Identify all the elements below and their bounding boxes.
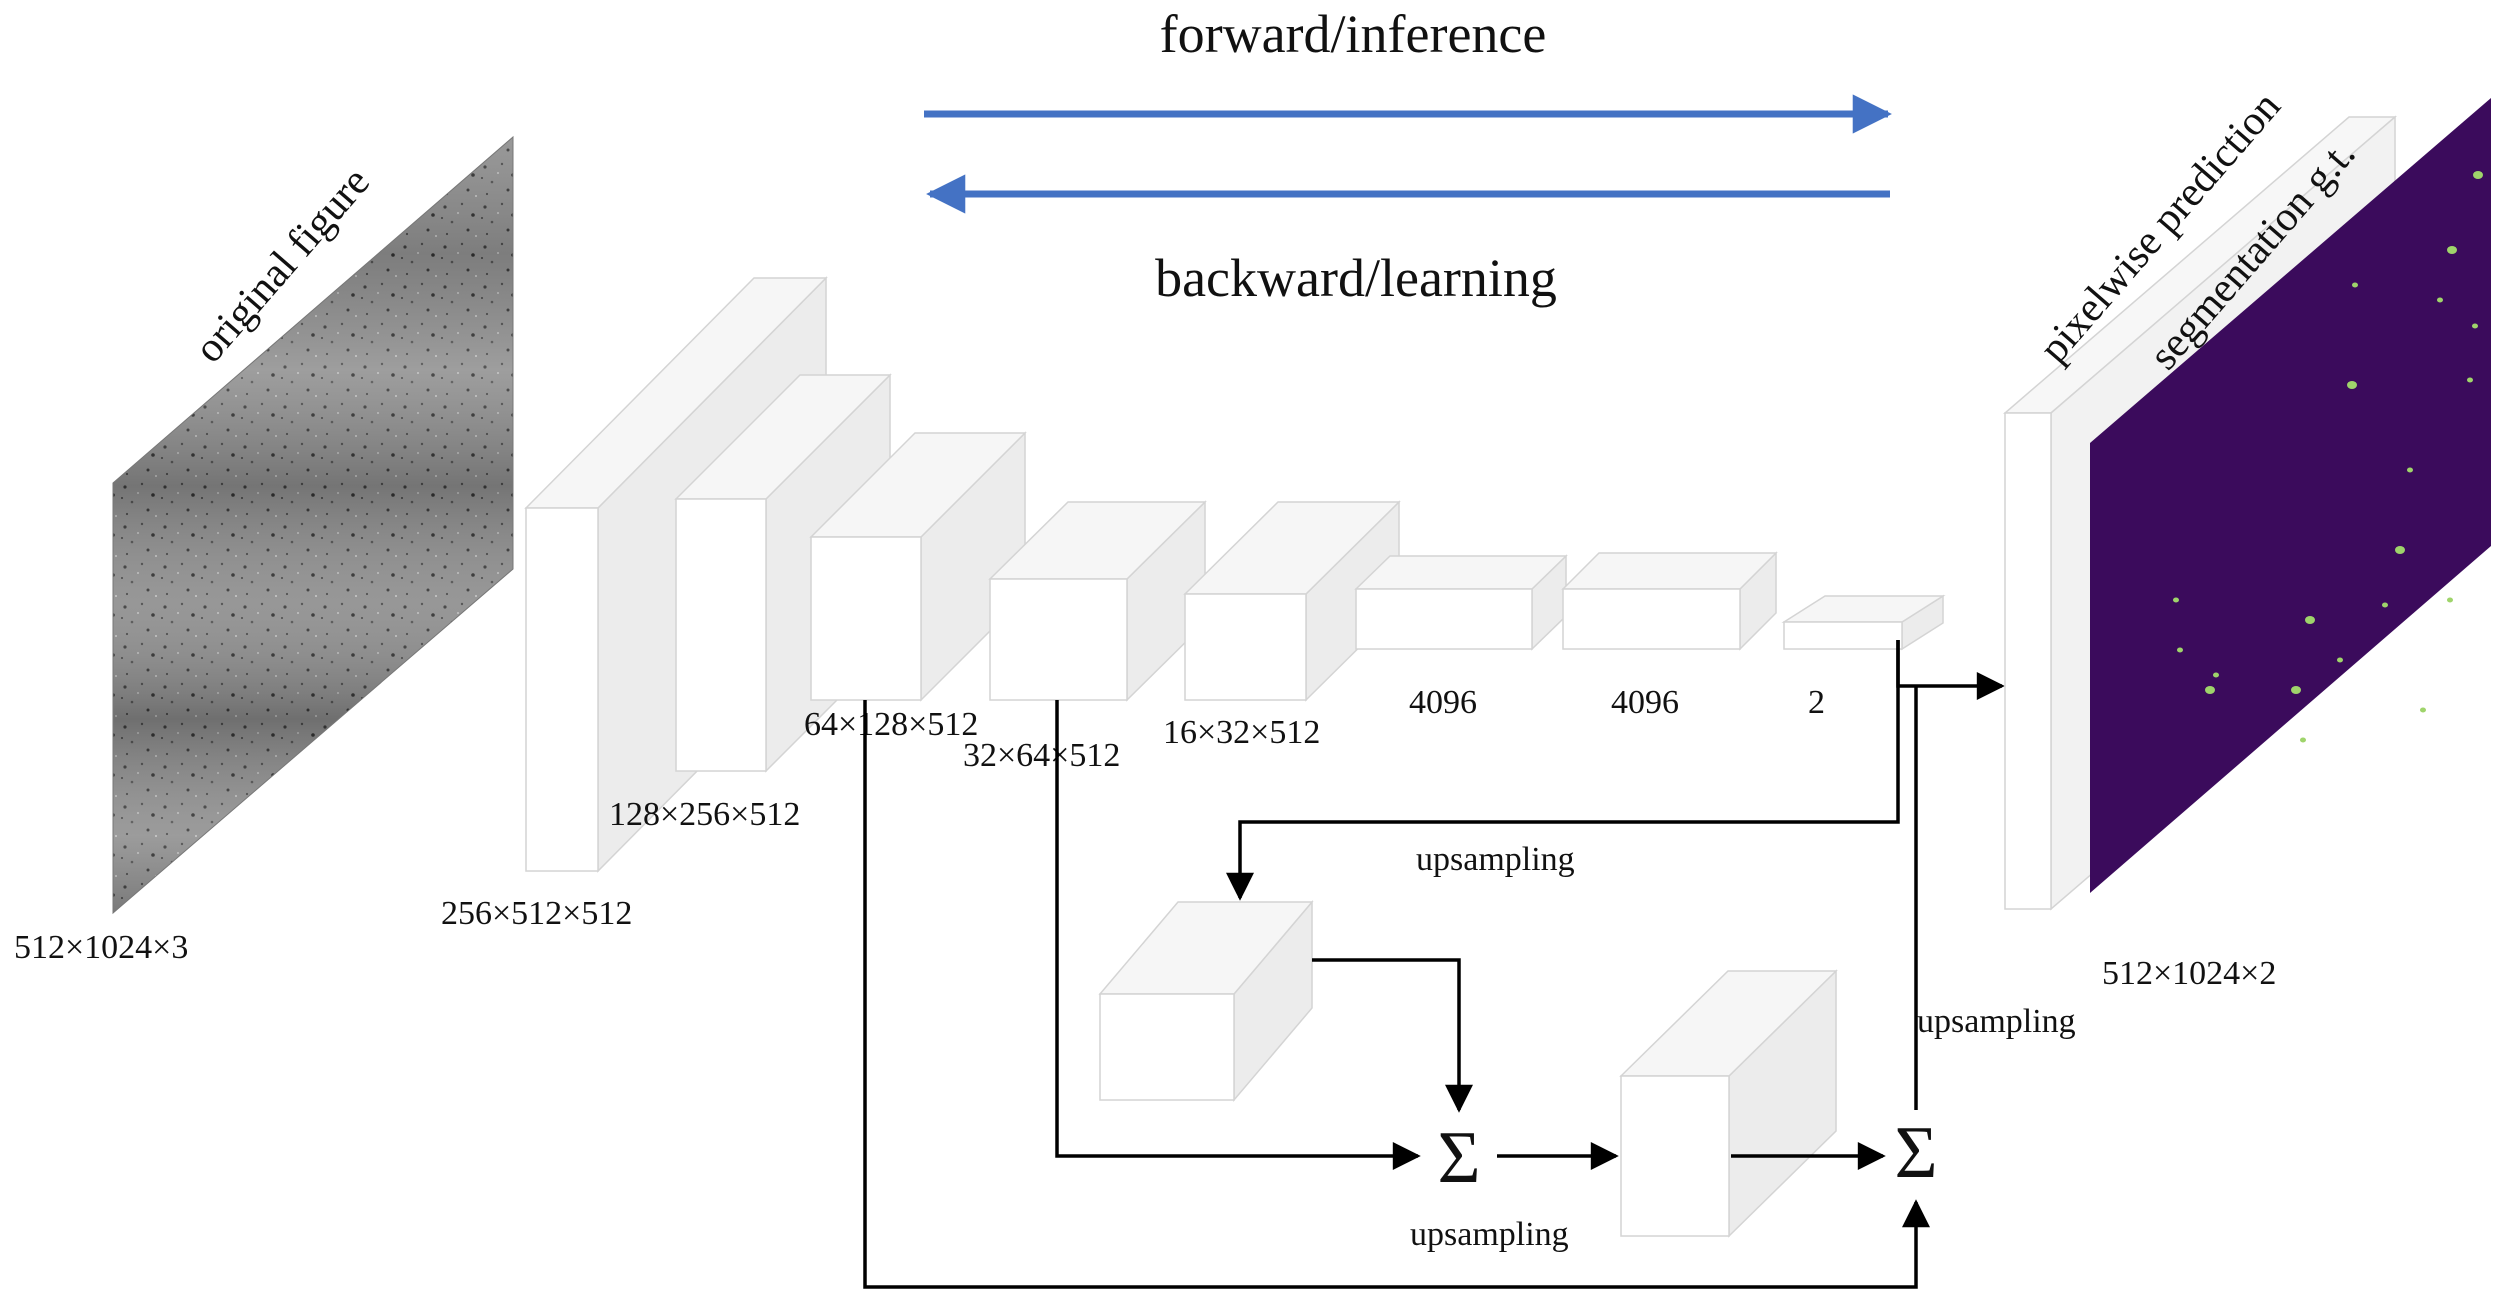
segmentation-spot: [2407, 467, 2413, 473]
forward-label: forward/inference: [1160, 4, 1547, 64]
fc-dims-1: 4096: [1409, 684, 1477, 721]
encoder-block-5: [1183, 500, 1401, 702]
segmentation-spot: [2305, 616, 2315, 624]
input-dims: 512×1024×3: [14, 929, 188, 966]
output-dims: 512×1024×2: [2102, 955, 2276, 992]
segmentation-spot: [2300, 737, 2306, 743]
upsampled-block-1: [1098, 899, 1314, 1103]
segmentation-spot: [2472, 323, 2478, 329]
encoder-block-4: [988, 500, 1207, 702]
network-blocks: [524, 276, 1946, 1238]
segmentation-spot: [2291, 686, 2301, 694]
encoder-dims-4: 32×64×512: [963, 737, 1120, 774]
segmentation-spot: [2213, 672, 2219, 678]
segmentation-spot: [2420, 707, 2426, 713]
sum-symbol-2: Σ: [1894, 1112, 1937, 1194]
upsampled-block-2: [1619, 969, 1838, 1238]
connectors: [863, 640, 2005, 1289]
encoder-dims-1: 256×512×512: [441, 895, 632, 932]
segmentation-map: [2090, 98, 2491, 893]
upsampling-label-1: upsampling: [1416, 841, 1575, 878]
fc-block-2: [1561, 551, 1778, 651]
fc-dims-2: 4096: [1611, 684, 1679, 721]
fc-block-3: [1781, 594, 1946, 651]
segmentation-spot: [2347, 381, 2357, 389]
encoder-dims-2: 128×256×512: [609, 796, 800, 833]
segmentation-spot: [2447, 246, 2457, 254]
upsampling-label-3: upsampling: [1917, 1003, 2076, 1040]
segmentation-spot: [2337, 657, 2343, 663]
segmentation-spot: [2467, 377, 2473, 383]
skip-pool3-connector: [863, 700, 1930, 1289]
segmentation-spot: [2177, 647, 2183, 653]
segmentation-spot: [2395, 546, 2405, 554]
fc-block-1: [1354, 554, 1568, 651]
sum-symbol-1: Σ: [1437, 1117, 1480, 1199]
segmentation-spot: [2382, 602, 2388, 608]
score-to-output-connector: [1896, 640, 2005, 700]
backward-label: backward/learning: [1155, 248, 1557, 308]
upsampling-1-connector: [1226, 640, 1900, 901]
segmentation-spot: [2352, 282, 2358, 288]
skip-pool4-connector: [1055, 700, 1421, 1170]
up1-to-sum1-connector: [1312, 958, 1473, 1113]
segmentation-spot: [2173, 597, 2179, 603]
input-image: [112, 135, 514, 915]
encoder-dims-5: 16×32×512: [1163, 714, 1320, 751]
upsampling-label-2: upsampling: [1410, 1216, 1569, 1253]
fc-dims-3: 2: [1808, 684, 1825, 721]
encoder-block-3: [809, 431, 1027, 702]
encoder-dims-3: 64×128×512: [804, 706, 978, 743]
segmentation-spot: [2437, 297, 2443, 303]
segmentation-spot: [2473, 171, 2483, 179]
segmentation-spot: [2447, 597, 2453, 603]
segmentation-spot: [2205, 686, 2215, 694]
